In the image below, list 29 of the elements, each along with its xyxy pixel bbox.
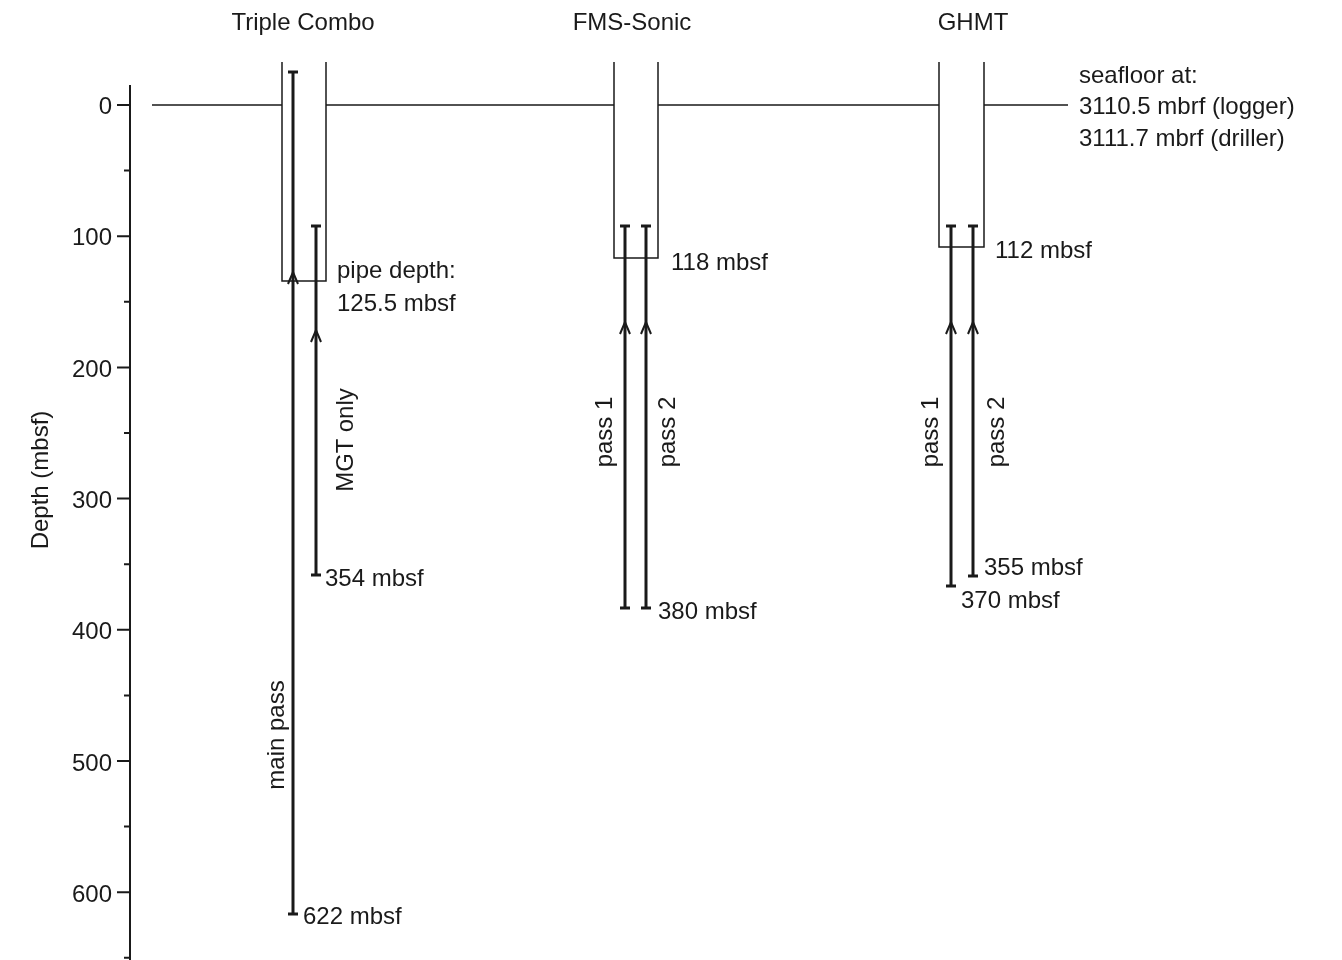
depth-label: 112 mbsf xyxy=(995,236,1092,264)
pass-label: pass 2 xyxy=(982,396,1010,468)
pass-label: pass 2 xyxy=(653,396,681,468)
seafloor-note: 3110.5 mbrf (logger) xyxy=(1079,92,1295,120)
axis-tick-label: 0 xyxy=(98,92,112,120)
axis-tick-label: 100 xyxy=(71,223,112,251)
seafloor-note: 3111.7 mbrf (driller) xyxy=(1079,124,1285,152)
depth-label: 355 mbsf xyxy=(984,553,1083,581)
column-heading: GHMT xyxy=(937,8,1009,36)
pass-label: pass 1 xyxy=(590,396,618,468)
axis-tick-label: 200 xyxy=(71,355,112,383)
depth-label: 622 mbsf xyxy=(303,902,402,930)
depth-label: 118 mbsf xyxy=(671,248,768,276)
column-heading: Triple Combo xyxy=(231,8,375,36)
depth-label: 125.5 mbsf xyxy=(337,289,456,317)
depth-label: 370 mbsf xyxy=(961,586,1060,614)
axis-title: Depth (mbsf) xyxy=(26,410,54,550)
axis-tick-label: 500 xyxy=(71,749,112,777)
seafloor-note: seafloor at: xyxy=(1079,61,1198,89)
axis-tick-label: 600 xyxy=(71,880,112,908)
depth-label: 354 mbsf xyxy=(325,564,424,592)
depth-label: pipe depth: xyxy=(337,256,456,284)
depth-label: 380 mbsf xyxy=(658,597,757,625)
axis-tick-label: 400 xyxy=(71,617,112,645)
column-heading: FMS-Sonic xyxy=(572,8,692,36)
pass-label: MGT only xyxy=(331,388,359,492)
pass-label: main pass xyxy=(262,680,290,790)
axis-tick-label: 300 xyxy=(71,486,112,514)
pass-label: pass 1 xyxy=(916,396,944,468)
